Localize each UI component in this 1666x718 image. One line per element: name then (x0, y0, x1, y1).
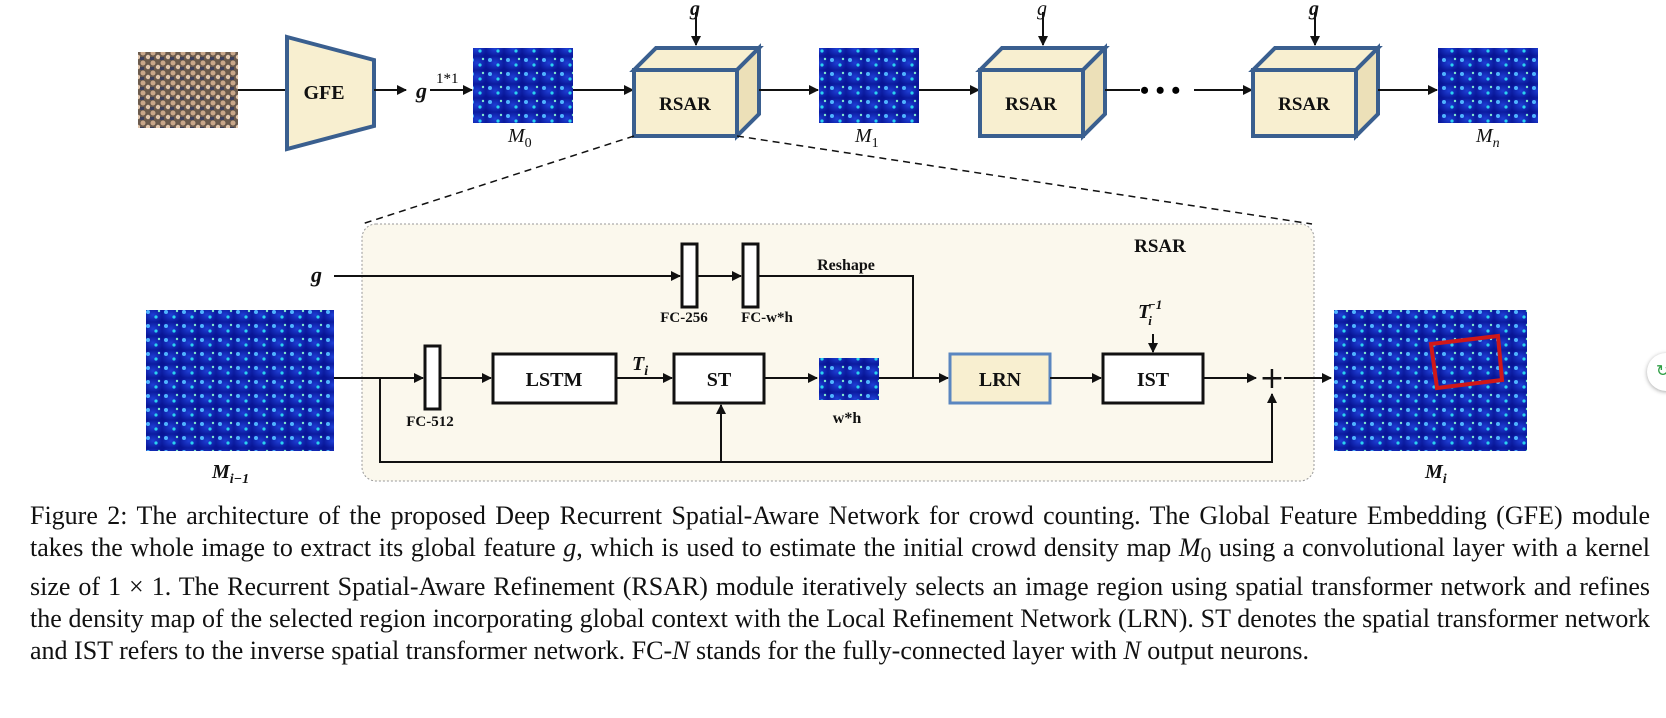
rsar-block-3: RSAR (1248, 43, 1383, 141)
g-input-3: g (1308, 0, 1319, 20)
lrn-block (948, 352, 1052, 405)
reshape-label: Reshape (817, 257, 875, 274)
mn-label: Mn (1475, 125, 1500, 151)
selected-region-box (1428, 333, 1505, 391)
g-input-detail: g (310, 262, 322, 287)
svg-text:RSAR: RSAR (1278, 94, 1330, 115)
fc512-block (423, 344, 442, 411)
ist-block (1101, 352, 1205, 405)
st-label: ST (707, 369, 732, 391)
fc512-label: FC-512 (406, 414, 454, 430)
wh-label: w*h (833, 410, 862, 427)
density-map-mn (1438, 48, 1538, 123)
crowd-image (138, 52, 238, 128)
fc256-label: FC-256 (660, 310, 708, 326)
svg-text:RSAR: RSAR (1005, 94, 1057, 115)
density-map-input (146, 310, 334, 451)
fc256-block (680, 242, 699, 309)
fcwh-label: FC-w*h (741, 310, 793, 326)
ellipsis-dots: • • • (1140, 76, 1180, 105)
sum-node: + (1259, 361, 1284, 396)
output-map-label: Mi (1424, 461, 1447, 487)
gfe-block (285, 34, 376, 152)
ti-inverse-label: Ti−1 (1138, 297, 1162, 328)
density-map-m0 (473, 48, 573, 123)
lstm-block (491, 352, 618, 405)
fcwh-block (741, 242, 760, 309)
rsar-block-2: RSAR (975, 43, 1110, 141)
m1-label: M1 (854, 125, 879, 151)
side-widget-button[interactable]: ↻ (1647, 353, 1666, 391)
refresh-icon: ↻ (1656, 361, 1666, 380)
rsar-detail-title: RSAR (1134, 236, 1186, 257)
rsar-block-1: RSAR (629, 43, 764, 141)
lstm-label: LSTM (526, 369, 583, 391)
gfe-label: GFE (303, 82, 344, 104)
input-map-label: Mi−1 (211, 461, 249, 487)
density-map-m1 (819, 48, 919, 123)
figure-caption: Figure 2: The architecture of the propos… (30, 501, 1650, 666)
lrn-label: LRN (979, 369, 1022, 391)
cropped-region (819, 358, 879, 400)
svg-text:RSAR: RSAR (659, 94, 711, 115)
g-input-2: g (1037, 0, 1047, 20)
g-label-top: g (415, 78, 427, 103)
rsar-detail-panel (361, 223, 1315, 482)
conv-1x1-label: 1*1 (436, 71, 459, 87)
m0-label: M0 (507, 125, 532, 151)
ist-label: IST (1137, 369, 1170, 391)
g-input-1: g (689, 0, 700, 20)
ti-label: Ti (632, 353, 648, 379)
architecture-diagram: GFE g 1*1 M0 RSAR g M1 RSAR g • • • RSAR… (138, 0, 1538, 487)
